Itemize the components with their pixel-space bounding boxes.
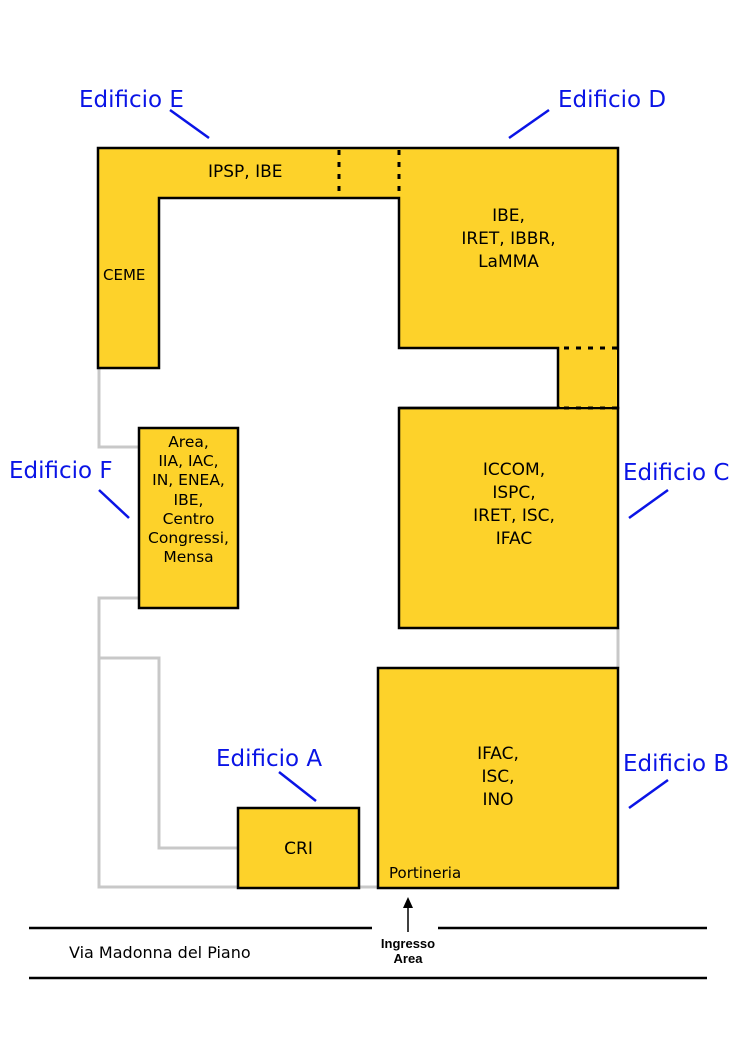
occupants-e-lower: CEME [103,266,146,284]
pointer-a [278,771,317,802]
buildings [96,146,620,890]
occupants-e-upper: IPSP, IBE [208,162,283,182]
building-f [137,426,240,610]
building-name-d: Edificio D [558,87,667,113]
pointer-b [628,778,669,810]
pointer-d [508,108,550,140]
building-e-d [96,146,620,410]
dotted-separators [337,150,618,410]
building-name-c: Edificio C [623,460,730,486]
building-name-b: Edificio B [623,751,730,777]
building-a [236,806,361,890]
pointer-f [98,489,130,519]
building-c [397,406,620,630]
building-b [376,666,620,890]
walkways [97,369,620,889]
building-name-f: Edificio F [9,458,113,484]
occupants-a: CRI [284,839,313,859]
occupants-c: ICCOM, ISPC, IRET, ISC, IFAC [473,460,555,549]
entrance-label: Ingresso Area [380,936,436,966]
building-name-e: Edificio E [79,87,184,113]
connector-d-c [560,350,617,407]
pointer-e [169,108,210,140]
road-lines [29,926,707,980]
occupants-f: Area, IIA, IAC, IN, ENEA, IBE, Centro Co… [148,433,229,567]
pointer-c [628,488,669,520]
walkway-inner [99,656,238,850]
walkway-f-a [97,596,238,889]
entrance-arrow [403,897,413,932]
occupants-b: IFAC, ISC, INO [477,744,519,810]
road-name: Via Madonna del Piano [69,943,251,962]
occupants-d: IBE, IRET, IBBR, LaMMA [461,206,556,272]
portineria-label: Portineria [389,864,462,882]
walkway-e-f [97,369,139,449]
building-name-a: Edificio A [216,746,323,772]
pointer-lines [98,108,669,810]
